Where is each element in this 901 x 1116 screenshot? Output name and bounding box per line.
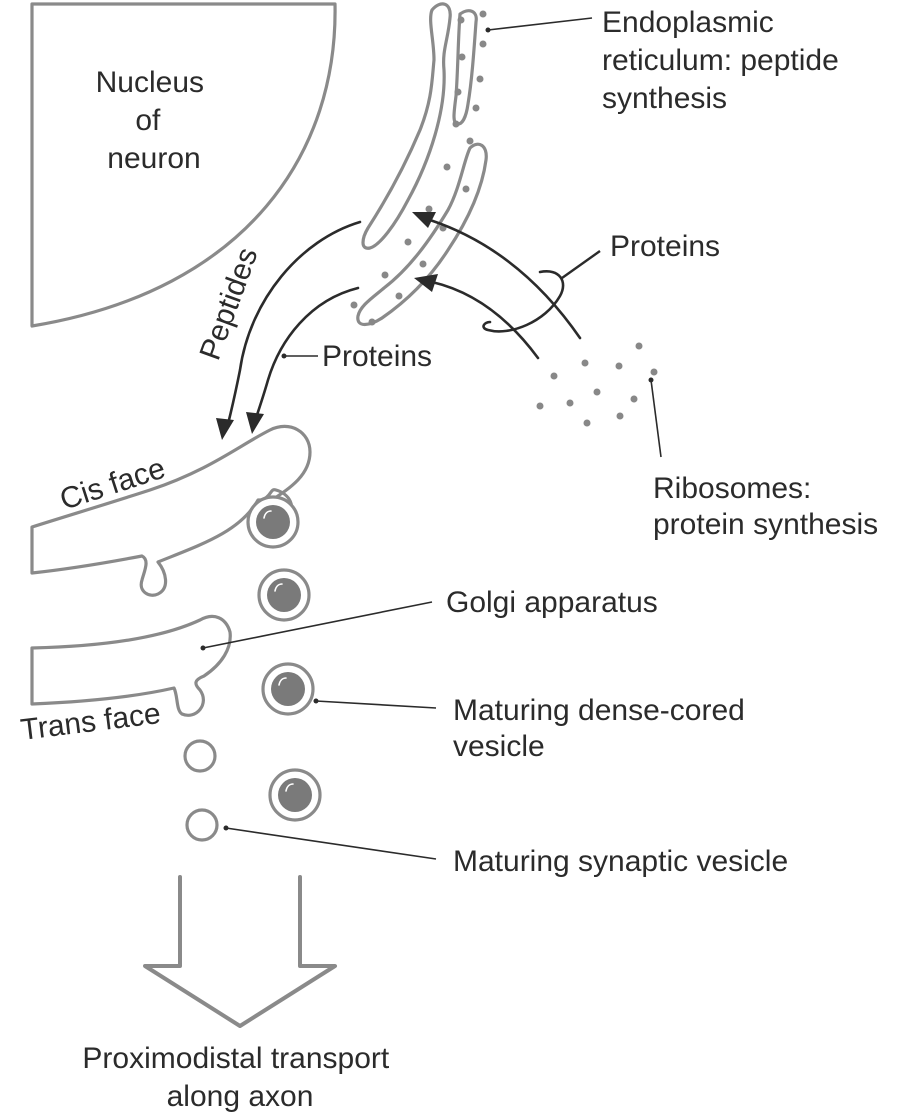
ribosomes-label: Ribosomes: protein synthesis	[653, 472, 878, 541]
golgi-cis-cisterna	[30, 424, 312, 597]
dense-cored-vesicle	[261, 662, 315, 716]
dense-cored-leader-dot	[313, 698, 319, 704]
ribosome-leader-line	[650, 379, 662, 458]
axonal-transport-arrow	[143, 875, 337, 1028]
er-cisterna-long	[361, 2, 452, 250]
proteins-to-golgi-arrow	[254, 286, 360, 420]
golgi-trans-cisterna	[30, 614, 232, 717]
arrowhead	[412, 212, 436, 228]
proteins-er-leader	[561, 250, 601, 279]
dense-cored-label: Maturing dense-cored vesicle	[453, 694, 753, 763]
dense-cored-vesicle	[257, 568, 311, 622]
proteins-golgi-leader-dot	[281, 353, 287, 359]
peptides-arrow	[226, 220, 362, 426]
er-leader-line	[487, 17, 593, 31]
proteins-brace	[482, 270, 565, 333]
synaptic-leader-dot	[223, 825, 229, 831]
arrowhead	[216, 418, 234, 440]
er-label: Endoplasmic reticulum: peptide synthesis	[602, 6, 847, 115]
proteins-golgi-label: Proteins	[322, 340, 432, 373]
nucleus-outline	[30, 2, 337, 328]
golgi-label: Golgi apparatus	[446, 586, 658, 619]
endoplasmic-reticulum	[350, 2, 488, 327]
synaptic-label: Maturing synaptic vesicle	[453, 845, 788, 878]
arrowhead	[414, 274, 438, 292]
er-leader-dot	[485, 27, 491, 33]
free-ribosomes	[536, 342, 658, 427]
proteins-to-er-arrow-upper	[428, 218, 582, 340]
golgi-leader-dot	[200, 645, 206, 651]
proteins-to-er-arrow-lower	[430, 280, 540, 360]
synaptic-vesicle	[185, 808, 219, 842]
dense-cored-leader-line	[315, 700, 437, 709]
proteins-er-label: Proteins	[610, 230, 720, 263]
nucleus-label: Nucleus of neuron	[96, 66, 213, 175]
synaptic-leader-line	[225, 827, 437, 860]
dense-cored-vesicle	[268, 768, 322, 822]
golgi-leader-line	[202, 601, 433, 649]
ribosome-leader-dot	[648, 377, 654, 383]
dense-cored-vesicle	[246, 495, 300, 549]
cis-face-label: Cis face	[56, 452, 169, 517]
arrowhead	[246, 412, 264, 434]
er-bound-ribosomes	[350, 10, 487, 326]
er-cisterna-upper-rough	[452, 9, 478, 126]
er-cisterna-lower-rough	[356, 142, 488, 327]
synaptic-vesicle	[183, 739, 217, 773]
transport-label: Proximodistal transport along axon	[82, 1042, 397, 1113]
